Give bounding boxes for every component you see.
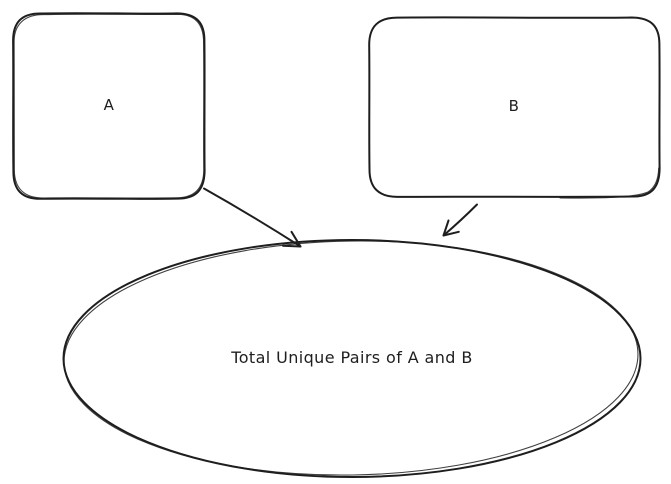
node-b-label: B (509, 97, 520, 115)
node-a-shape (12, 12, 206, 200)
arrow-b-shaft (442, 203, 478, 237)
total-ellipse-overdraw (63, 240, 639, 476)
arrow-a-head (282, 230, 302, 248)
arrow-b-head (442, 219, 460, 237)
arrow-a-shaft (203, 187, 302, 248)
node-a-shape-overdraw (13, 13, 205, 199)
total-ellipse-shape (62, 239, 642, 478)
node-a: A (12, 12, 206, 200)
node-total-unique-pairs: Total Unique Pairs of A and B (62, 239, 642, 478)
arrow-a-to-total (203, 187, 302, 248)
node-b-shape (368, 16, 661, 198)
node-b: B (368, 16, 661, 199)
arrow-b-to-total (442, 203, 478, 237)
node-total-label: Total Unique Pairs of A and B (230, 348, 472, 367)
node-a-label: A (104, 96, 115, 114)
node-b-shape-overdraw (559, 167, 660, 199)
